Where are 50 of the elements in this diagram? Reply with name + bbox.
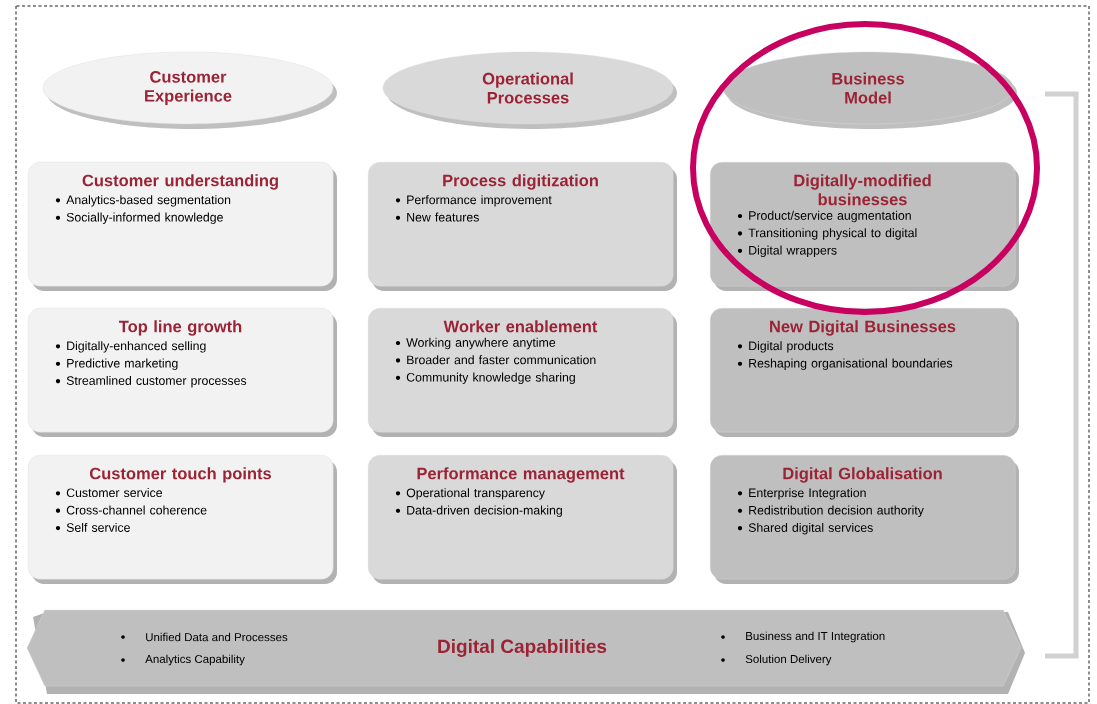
bullet-item: Streamlined customer processes — [55, 375, 247, 388]
bullet-item: Working anywhere anytime — [395, 337, 556, 350]
box-heading: Process digitization — [443, 174, 598, 190]
box-heading: Performance management — [417, 467, 625, 483]
bullet-item: Performance improvement — [395, 195, 552, 207]
bullet-item: Analytics Capability — [121, 654, 245, 666]
box-heading: Digitally-modified businesses — [794, 174, 931, 206]
bullet-item: Digital wrappers — [737, 245, 837, 258]
rounded-box — [710, 308, 1019, 437]
bullet-item: Broader and faster communication — [395, 355, 596, 365]
bullet-item: Redistribution decision authority — [737, 505, 924, 517]
box-heading: Customer touch points — [89, 467, 272, 483]
bullet-item: Shared digital services — [737, 522, 873, 535]
box-heading: Top line growth — [119, 320, 242, 336]
bullet-item: Product/service augmentation — [737, 210, 911, 223]
bullet-item: Community knowledge sharing — [395, 372, 575, 385]
bullet-item: Customer service — [55, 488, 162, 498]
rounded-box — [28, 455, 337, 584]
bullet-item: Enterprise Integration — [737, 488, 866, 500]
oval-header: Operational Processes — [382, 51, 677, 129]
rounded-box — [368, 162, 677, 291]
bullet-item: Transitioning physical to digital — [737, 228, 917, 240]
bullet-item: Solution Delivery — [721, 654, 832, 666]
band-heading: Digital Capabilities — [438, 639, 607, 657]
box-heading: Worker enablement — [443, 320, 598, 333]
rounded-box — [28, 308, 337, 437]
bullet-item: Digitally-enhanced selling — [55, 341, 206, 353]
bullet-item: Reshaping organisational boundaries — [737, 358, 953, 370]
bullet-item: Operational transparency — [395, 488, 545, 500]
oval-header: Customer Experience — [42, 51, 337, 129]
bullet-item: Business and IT Integration — [721, 631, 885, 643]
bullet-item: Digital products — [737, 341, 834, 353]
oval-header: Business Model — [722, 51, 1017, 129]
rounded-box — [710, 162, 1019, 291]
rounded-box — [710, 455, 1019, 584]
box-heading: New Digital Businesses — [770, 320, 956, 336]
bullet-item: Cross-channel coherence — [55, 505, 207, 515]
bullet-item: Unified Data and Processes — [121, 632, 288, 642]
bullet-item: Data-driven decision-making — [395, 505, 562, 517]
rounded-box — [28, 162, 337, 291]
bullet-item: Predictive marketing — [55, 358, 178, 370]
bullet-item: Self service — [55, 522, 130, 532]
bullet-item: Socially-informed knowledge — [55, 212, 223, 224]
bullet-item: New features — [395, 212, 479, 222]
box-heading: Digital Globalisation — [783, 467, 942, 483]
rounded-box — [368, 455, 677, 584]
chevron-band — [26, 609, 1025, 694]
bullet-item: Analytics-based segmentation — [55, 195, 231, 207]
rounded-box — [368, 308, 677, 437]
box-heading: Customer understanding — [82, 174, 278, 190]
